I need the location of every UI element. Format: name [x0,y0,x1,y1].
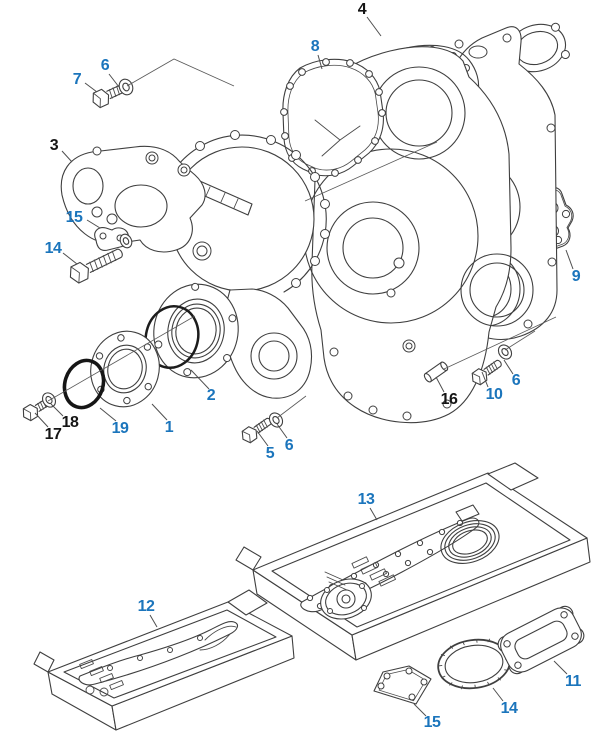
gasket-kit-box-13-drawing [235,462,591,661]
o-ring-19-drawing [62,358,106,410]
leader-line-6-bot [503,359,514,375]
leader-line-14-bottom [492,687,504,702]
bolt-10-drawing [471,359,502,386]
seal-2-drawing [144,305,200,369]
leader-line-6-mid [276,423,288,439]
leader-line-3 [61,150,73,163]
callout-3: 3 [49,137,59,154]
callout-10: 10 [485,386,503,403]
kit-small-parts [320,556,396,620]
leader-line-5 [256,430,269,447]
callout-11: 11 [565,673,581,690]
callout-6-top: 6 [100,57,110,74]
leader-line-19 [99,407,117,422]
callout-9: 9 [571,268,581,285]
alignment-lines [47,58,557,419]
leader-line-8 [317,54,323,70]
gasket-11-bottom-drawing [497,605,585,675]
callout-16: 16 [440,391,458,408]
callout-18: 18 [61,414,79,431]
bolt-14-drawing [69,248,123,284]
leader-line-2 [190,369,210,390]
gasket-kit-box-12-drawing [33,589,295,731]
leader-line-4 [366,16,382,37]
leader-line-12 [149,614,158,628]
leader-line-15-bottom [413,703,427,717]
leader-line-11 [553,660,568,675]
callout-6-mid: 6 [284,437,294,454]
leader-line-16 [435,376,445,393]
callout-15-bottom: 15 [423,714,441,731]
callout-leader-lines [34,16,574,717]
coiled-seal-drawing [440,520,500,564]
leader-line-15-top [86,219,101,229]
callout-14-bottom: 14 [500,700,518,717]
leader-line-7 [84,82,98,93]
leader-line-1 [151,403,168,421]
callout-15-top: 15 [65,209,83,226]
callout-2: 2 [206,387,216,404]
leader-line-10 [481,371,489,388]
callout-4: 4 [357,1,367,18]
callout-5: 5 [265,445,275,462]
bolt-5-drawing [241,417,272,444]
leader-line-9 [565,249,574,270]
dowel-16-drawing [423,361,449,383]
washer-6-top-drawing [118,78,134,96]
leader-line-13 [369,507,378,521]
leader-line-18 [50,403,64,417]
washer-6-bot-drawing [497,344,513,360]
leader-line-6-top [108,73,120,88]
washer-6-mid-drawing [268,412,284,428]
callout-17: 17 [44,426,62,443]
seal-retainer-drawing [153,282,239,379]
callout-8: 8 [310,38,320,55]
cover-plate-1-drawing [90,330,160,408]
callout-7: 7 [72,71,82,88]
callout-13: 13 [357,491,375,508]
callout-14-top: 14 [44,240,62,257]
callout-12: 12 [137,598,155,615]
gasket-15-bottom-drawing [373,665,432,705]
leader-line-14-top [62,252,78,265]
callout-6-bot: 6 [511,372,521,389]
callout-1: 1 [164,419,174,436]
callout-19: 19 [111,420,129,437]
leader-line-17 [34,412,49,428]
